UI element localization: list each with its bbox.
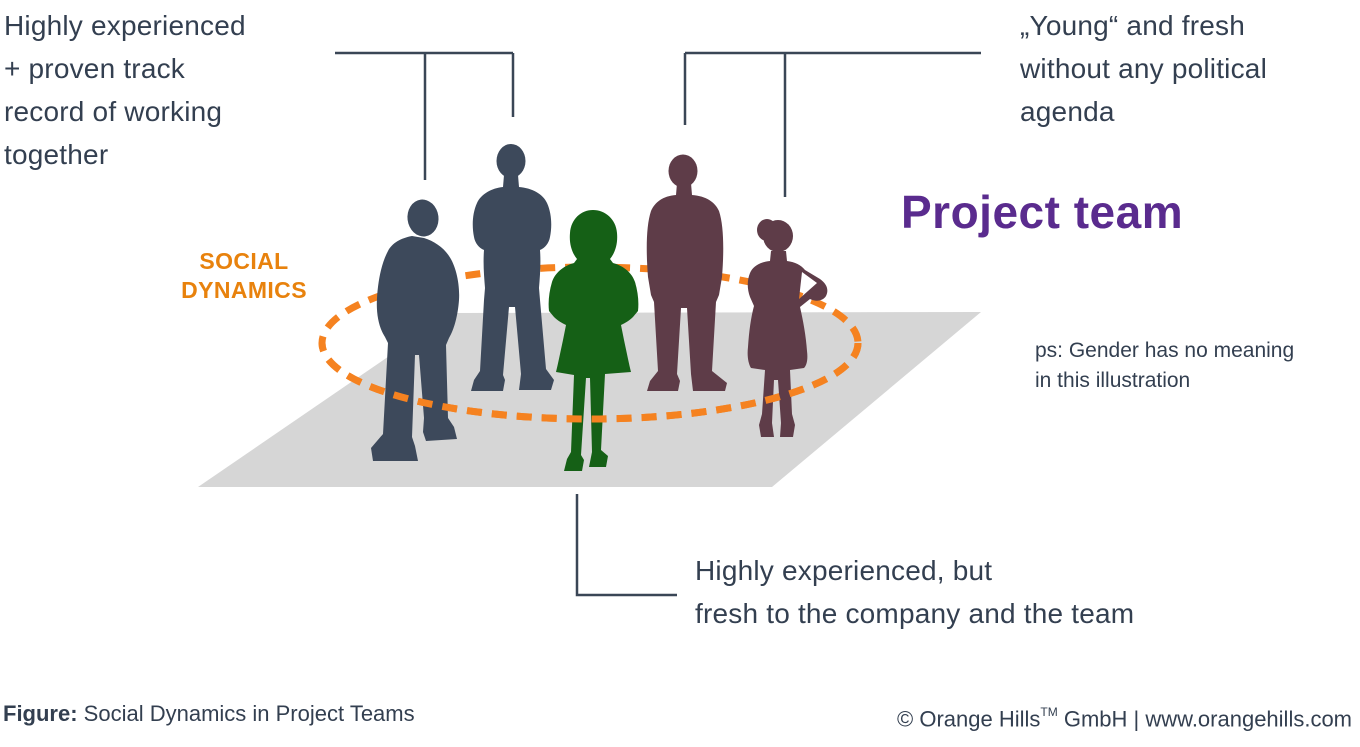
figure-head	[407, 199, 439, 237]
annotation-line: „Young“ and fresh	[1020, 10, 1245, 41]
annotation-line: without any political	[1020, 53, 1267, 84]
annotation-line: agenda	[1020, 96, 1115, 127]
ps-note: ps: Gender has no meaning in this illust…	[1035, 336, 1294, 396]
annotation-line: + proven track	[4, 53, 185, 84]
company-credit: © Orange HillsTM GmbH | www.orangehills.…	[897, 700, 1352, 733]
connector-top-left	[335, 51, 515, 180]
annotation-top-right: „Young“ and fresh without any political …	[1020, 4, 1267, 133]
figure-head	[496, 144, 526, 178]
figure-young-member-2	[747, 219, 828, 437]
figure-body	[471, 175, 554, 391]
annotation-top-left: Highly experienced + proven track record…	[4, 4, 246, 176]
page-title: Project team	[901, 186, 1184, 238]
figure-caption-text: Social Dynamics in Project Teams	[77, 701, 415, 726]
annotation-line: Highly experienced	[4, 10, 246, 41]
credit-website: GmbH | www.orangehills.com	[1057, 706, 1352, 732]
figure-caption-label: Figure:	[3, 701, 78, 726]
social-dynamics-line: DYNAMICS	[181, 277, 307, 303]
annotation-line: Highly experienced, but	[695, 555, 993, 586]
ps-note-line: in this illustration	[1035, 369, 1191, 392]
figure-caption: Figure: Social Dynamics in Project Teams	[3, 700, 415, 728]
figure-head	[668, 154, 698, 188]
figure-experienced-member-1	[371, 199, 460, 461]
annotation-bottom: Highly experienced, but fresh to the com…	[695, 549, 1134, 635]
figure-experienced-member-2	[471, 144, 554, 391]
figure-body	[747, 251, 828, 437]
connector-top-right	[683, 51, 981, 197]
figure-young-member-1	[646, 154, 727, 391]
annotation-line: fresh to the company and the team	[695, 598, 1135, 629]
figure-body	[371, 236, 460, 461]
social-dynamics-line: SOCIAL	[199, 248, 289, 274]
figure-experienced-newcomer	[548, 210, 639, 471]
connector-lines	[335, 51, 981, 597]
figure-body	[646, 183, 727, 391]
annotation-line: together	[4, 139, 109, 170]
annotation-line: record of working	[4, 96, 223, 127]
connector-bottom	[575, 494, 677, 597]
figure-head	[763, 220, 793, 252]
ps-note-line: ps: Gender has no meaning	[1035, 339, 1295, 362]
figure-body	[548, 210, 639, 471]
social-dynamics-label: SOCIAL DYNAMICS	[173, 247, 315, 305]
trademark-mark: TM	[1040, 705, 1058, 719]
credit-copyright: © Orange Hills	[897, 706, 1041, 732]
